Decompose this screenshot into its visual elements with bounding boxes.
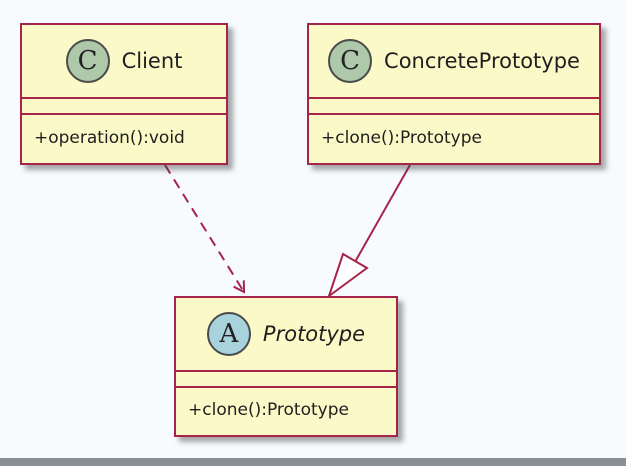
class-prototype[interactable]: A Prototype +clone():Prototype xyxy=(174,296,398,437)
class-concrete-prototype-methods: +clone():Prototype xyxy=(309,113,599,160)
class-client-header: C Client xyxy=(22,25,226,97)
class-client[interactable]: C Client +operation():void xyxy=(20,23,228,165)
class-client-methods: +operation():void xyxy=(22,113,226,160)
class-concrete-prototype-method: +clone():Prototype xyxy=(321,127,482,148)
class-concrete-prototype-fields xyxy=(309,97,599,113)
class-prototype-method: +clone():Prototype xyxy=(188,400,349,420)
class-client-name: Client xyxy=(121,49,183,73)
bottom-edge xyxy=(0,458,626,466)
class-prototype-fields xyxy=(176,370,396,386)
class-concrete-prototype-name: ConcretePrototype xyxy=(384,49,580,73)
class-prototype-name: Prototype xyxy=(262,322,366,346)
class-stereotype-icon: C xyxy=(65,39,110,83)
class-client-fields xyxy=(22,97,226,113)
class-prototype-methods: +clone():Prototype xyxy=(176,386,396,432)
class-concrete-prototype-header: C ConcretePrototype xyxy=(309,25,599,97)
generalization-line xyxy=(354,164,411,263)
generalization-arrowhead xyxy=(327,252,369,299)
dependency-arrow xyxy=(164,164,246,294)
abstract-stereotype-icon: A xyxy=(206,312,251,356)
class-stereotype-icon: C xyxy=(328,39,373,83)
class-client-method: +operation():void xyxy=(34,127,185,148)
class-prototype-header: A Prototype xyxy=(176,298,396,370)
class-concrete-prototype[interactable]: C ConcretePrototype +clone():Prototype xyxy=(307,23,601,165)
